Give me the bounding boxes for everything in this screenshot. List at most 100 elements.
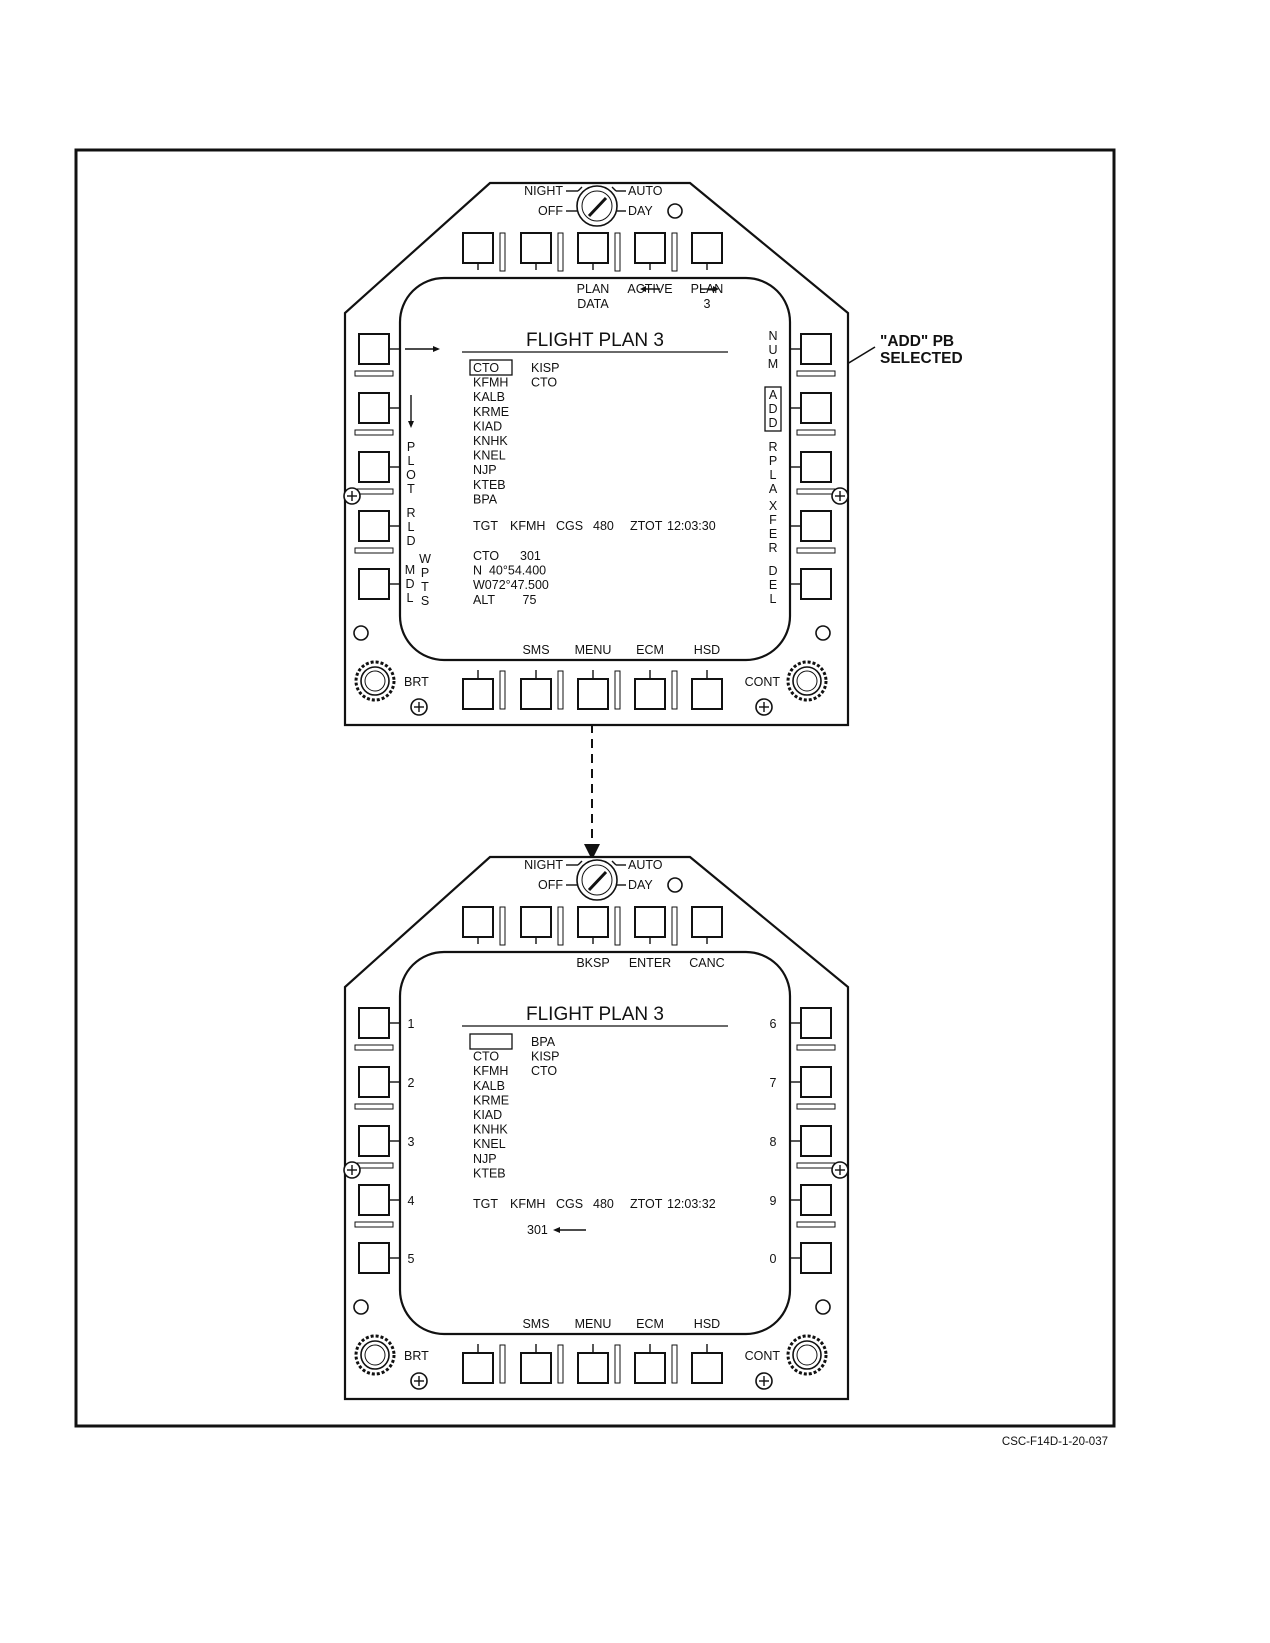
right-pushbutton-1[interactable] (800, 333, 832, 365)
right-label-8: 8 (770, 1135, 777, 1149)
status-tgt-label: TGT (473, 519, 498, 533)
waypoint-col1-item: KNEL (473, 449, 506, 463)
svg-text:O: O (406, 468, 416, 482)
left-label-3: 3 (408, 1135, 415, 1149)
top-pushbutton-5[interactable] (691, 906, 723, 938)
left-pushbutton-5[interactable] (358, 568, 390, 600)
waypoint-col1-item: KFMH (473, 1064, 508, 1078)
right-pushbutton-5[interactable] (800, 568, 832, 600)
right-pushbutton-2[interactable] (800, 1066, 832, 1098)
waypoint-col1-item: KRME (473, 405, 509, 419)
waypoint-col1-item: NJP (473, 463, 497, 477)
svg-text:A: A (769, 388, 778, 402)
left-pushbutton-4[interactable] (358, 510, 390, 542)
top-pushbutton-1[interactable] (462, 232, 494, 264)
waypoint-col2-item: KISP (531, 361, 560, 375)
waypoint-col2-item: CTO (531, 376, 557, 390)
transition-arrow (584, 724, 600, 860)
right-pushbutton-2[interactable] (800, 392, 832, 424)
top-pushbutton-3[interactable] (577, 232, 609, 264)
left-pushbutton-2[interactable] (358, 1066, 390, 1098)
top-pushbutton-2[interactable] (520, 232, 552, 264)
brt-label: BRT (404, 1349, 429, 1363)
waypoint-col1-item: KNHK (473, 1123, 508, 1137)
right-pushbutton-4[interactable] (800, 1184, 832, 1216)
bottom-label-menu: MENU (575, 1317, 612, 1331)
top-pushbutton-1[interactable] (462, 906, 494, 938)
right-pushbutton-4[interactable] (800, 510, 832, 542)
right-pushbutton-3[interactable] (800, 451, 832, 483)
bottom-right-screw (755, 698, 773, 716)
bottom-pushbutton-3[interactable] (577, 678, 609, 710)
left-pushbutton-2[interactable] (358, 392, 390, 424)
svg-text:W: W (419, 552, 431, 566)
bottom-pushbutton-3[interactable] (577, 1352, 609, 1384)
cont-knob[interactable] (786, 660, 828, 702)
right-pushbutton-3[interactable] (800, 1125, 832, 1157)
bottom-pushbutton-4[interactable] (634, 1352, 666, 1384)
bottom-pushbutton-2[interactable] (520, 1352, 552, 1384)
brt-knob[interactable] (354, 1334, 396, 1376)
top-pushbutton-4[interactable] (634, 906, 666, 938)
cont-knob[interactable] (786, 1334, 828, 1376)
waypoint-detail-line: ALT 75 (473, 593, 537, 607)
bottom-pushbutton-5[interactable] (691, 1352, 723, 1384)
brt-knob[interactable] (354, 660, 396, 702)
svg-text:M: M (768, 357, 778, 371)
left-pushbutton-4[interactable] (358, 1184, 390, 1216)
left-pushbutton-1[interactable] (358, 1007, 390, 1039)
right-pushbutton-1[interactable] (800, 1007, 832, 1039)
waypoint-col2-item: CTO (531, 1064, 557, 1078)
top-pushbutton-4[interactable] (634, 232, 666, 264)
left-screw (343, 487, 361, 505)
top-label-4: CANC (689, 956, 724, 970)
selector-auto-label: AUTO (628, 858, 663, 872)
left-pushbutton-3[interactable] (358, 1125, 390, 1157)
svg-text:L: L (770, 468, 777, 482)
bottom-label-menu: MENU (575, 643, 612, 657)
top-pushbutton-2[interactable] (520, 906, 552, 938)
bottom-label-hsd: HSD (694, 1317, 720, 1331)
bottom-right-screw (755, 1372, 773, 1390)
svg-text:D: D (768, 416, 777, 430)
status-ztot-label: ZTOT (630, 519, 663, 533)
svg-text:M: M (405, 563, 415, 577)
status-cgs-value: 480 (593, 1197, 614, 1211)
scratchpad-entry: 301 (527, 1223, 548, 1237)
svg-text:D: D (768, 402, 777, 416)
svg-text:S: S (421, 594, 429, 608)
waypoint-col1-item: KIAD (473, 419, 502, 433)
status-cgs-label: CGS (556, 519, 583, 533)
left-label-5: 5 (408, 1252, 415, 1266)
bottom-pushbutton-5[interactable] (691, 678, 723, 710)
indicator-light (667, 877, 683, 893)
waypoint-col1-item: KALB (473, 1079, 505, 1093)
svg-text:L: L (408, 454, 415, 468)
svg-text:X: X (769, 499, 778, 513)
right-label-9: 9 (770, 1194, 777, 1208)
svg-text:D: D (406, 534, 415, 548)
svg-text:E: E (769, 527, 777, 541)
left-pushbutton-3[interactable] (358, 451, 390, 483)
left-pushbutton-5[interactable] (358, 1242, 390, 1274)
bottom-pushbutton-4[interactable] (634, 678, 666, 710)
right-pushbutton-5[interactable] (800, 1242, 832, 1274)
bottom-pushbutton-1[interactable] (462, 1352, 494, 1384)
figure-frame (74, 148, 1116, 1428)
status-ztot-value: 12:03:30 (667, 519, 716, 533)
add-pb-callout: "ADD" PB SELECTED (788, 333, 963, 400)
top-pushbutton-3[interactable] (577, 906, 609, 938)
left-pushbutton-1[interactable] (358, 333, 390, 365)
bottom-pushbutton-2[interactable] (520, 678, 552, 710)
waypoint-col1-item: KALB (473, 390, 505, 404)
bottom-pushbutton-1[interactable] (462, 678, 494, 710)
top-pushbutton-5[interactable] (691, 232, 723, 264)
selector-day-label: DAY (628, 204, 653, 218)
svg-text:N: N (768, 329, 777, 343)
waypoint-col1-item: KTEB (473, 1166, 506, 1180)
svg-text:P: P (407, 440, 415, 454)
top-label-3: ENTER (629, 956, 671, 970)
